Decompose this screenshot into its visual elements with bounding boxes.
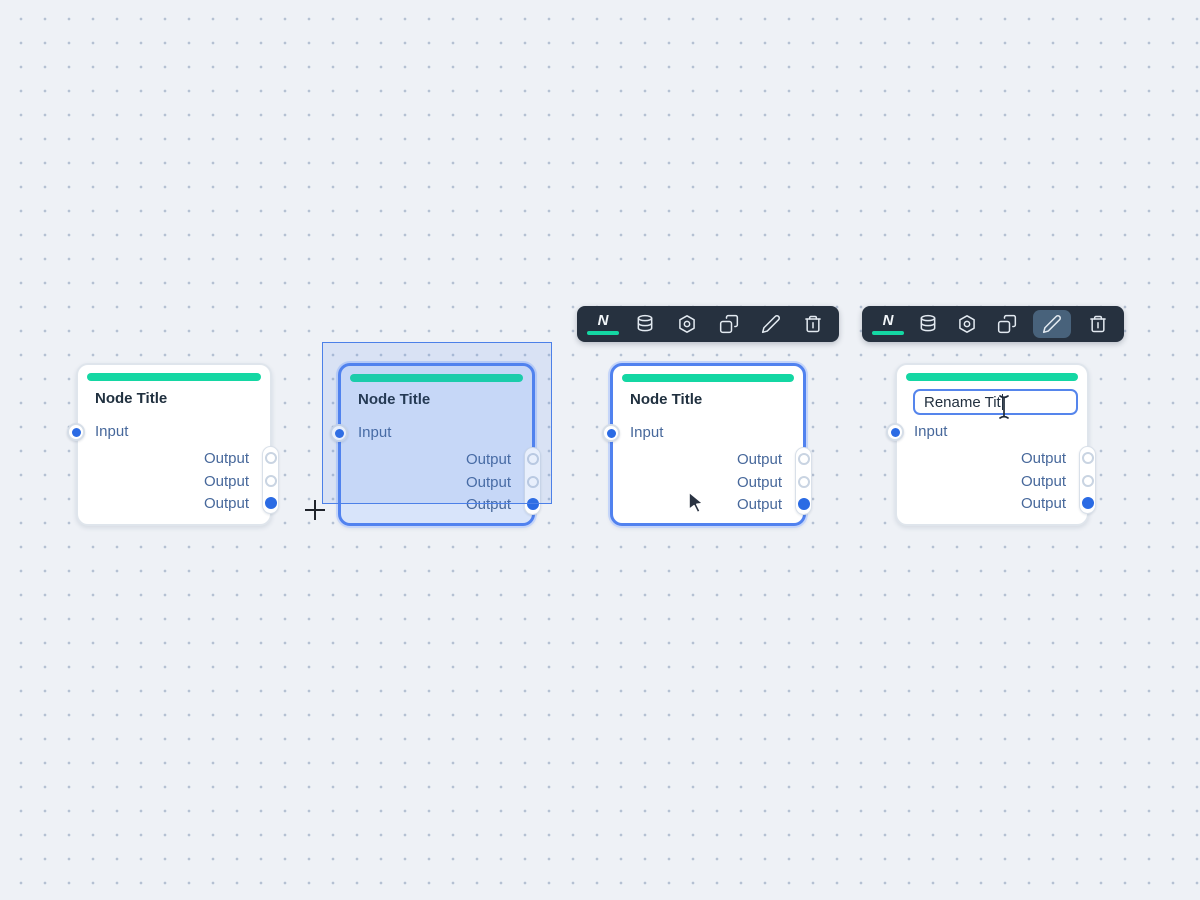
node-card-renaming[interactable]: Rename Tit Input Output Output Output bbox=[895, 363, 1089, 526]
node-type-icon: N bbox=[598, 313, 609, 328]
rename-input-value: Rename Tit bbox=[924, 394, 1001, 411]
input-port-label: Input bbox=[630, 424, 663, 442]
input-port-label: Input bbox=[914, 423, 947, 441]
input-port[interactable] bbox=[67, 423, 85, 441]
output-port[interactable] bbox=[798, 476, 810, 488]
input-port[interactable] bbox=[886, 423, 904, 441]
toolbar-duplicate-button[interactable] bbox=[994, 310, 1020, 338]
toolbar-data-button[interactable] bbox=[632, 310, 658, 338]
database-icon bbox=[635, 314, 655, 334]
output-port-label: Output bbox=[1021, 450, 1066, 468]
input-port-dot bbox=[607, 429, 616, 438]
output-port[interactable] bbox=[1082, 497, 1094, 509]
toolbar-rename-button-active[interactable] bbox=[1033, 310, 1071, 338]
output-port[interactable] bbox=[798, 453, 810, 465]
output-port[interactable] bbox=[1082, 452, 1094, 464]
input-port-dot bbox=[891, 428, 900, 437]
input-port-label: Input bbox=[95, 423, 128, 441]
node-accent-bar bbox=[906, 373, 1078, 381]
output-port[interactable] bbox=[798, 498, 810, 510]
settings-nut-icon bbox=[957, 314, 977, 334]
toolbar-data-button[interactable] bbox=[915, 310, 941, 338]
node-toolbar-rename-active: N bbox=[862, 306, 1124, 342]
toolbar-settings-button[interactable] bbox=[674, 310, 700, 338]
toolbar-duplicate-button[interactable] bbox=[716, 310, 742, 338]
output-port[interactable] bbox=[265, 497, 277, 509]
node-title: Node Title bbox=[95, 391, 167, 407]
toolbar-delete-button[interactable] bbox=[800, 310, 826, 338]
trash-icon bbox=[803, 314, 823, 334]
pencil-icon bbox=[761, 314, 781, 334]
trash-icon bbox=[1088, 314, 1108, 334]
output-port-label: Output bbox=[1021, 473, 1066, 491]
output-port-group bbox=[262, 446, 279, 514]
toolbar-node-type-button[interactable]: N bbox=[875, 310, 901, 338]
database-icon bbox=[918, 314, 938, 334]
toolbar-node-type-button[interactable]: N bbox=[590, 310, 616, 338]
node-accent-bar bbox=[622, 374, 794, 382]
node-card-default[interactable]: Node Title Input Output Output Output bbox=[76, 363, 272, 526]
node-type-icon: N bbox=[883, 313, 894, 328]
toolbar-rename-button[interactable] bbox=[758, 310, 784, 338]
output-port-label: Output bbox=[1021, 495, 1066, 513]
selection-marquee bbox=[322, 342, 552, 504]
toolbar-settings-button[interactable] bbox=[954, 310, 980, 338]
output-port-label: Output bbox=[204, 450, 249, 468]
output-port-group bbox=[1079, 446, 1096, 514]
node-title: Node Title bbox=[630, 392, 702, 408]
output-port-label: Output bbox=[737, 451, 782, 469]
output-port-label: Output bbox=[737, 496, 782, 514]
node-accent-bar bbox=[87, 373, 261, 381]
output-port[interactable] bbox=[265, 452, 277, 464]
output-port[interactable] bbox=[1082, 475, 1094, 487]
node-title-rename-input[interactable]: Rename Tit bbox=[913, 389, 1078, 415]
input-port[interactable] bbox=[602, 424, 620, 442]
output-port[interactable] bbox=[265, 475, 277, 487]
pencil-icon bbox=[1042, 314, 1062, 334]
toolbar-delete-button[interactable] bbox=[1085, 310, 1111, 338]
copy-icon bbox=[719, 314, 739, 334]
node-type-underline bbox=[587, 331, 619, 335]
node-card-selected-toolbar[interactable]: Node Title Input Output Output Output bbox=[610, 363, 806, 526]
output-port-label: Output bbox=[204, 473, 249, 491]
output-port-label: Output bbox=[737, 474, 782, 492]
copy-icon bbox=[997, 314, 1017, 334]
settings-nut-icon bbox=[677, 314, 697, 334]
text-caret bbox=[1002, 394, 1004, 410]
node-type-underline bbox=[872, 331, 904, 335]
output-port-group bbox=[795, 447, 812, 515]
node-toolbar: N bbox=[577, 306, 839, 342]
crosshair-cursor bbox=[305, 509, 325, 511]
output-port-label: Output bbox=[204, 495, 249, 513]
input-port-dot bbox=[72, 428, 81, 437]
crosshair-cursor bbox=[314, 500, 316, 520]
